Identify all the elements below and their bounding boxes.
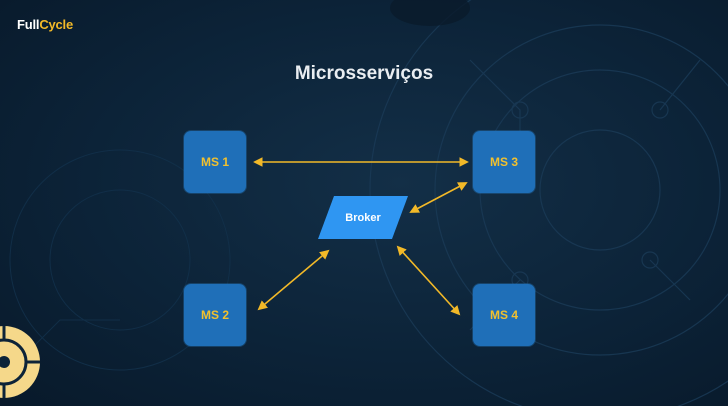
node-ms2: MS 2 bbox=[184, 284, 246, 346]
node-broker: Broker bbox=[318, 196, 408, 239]
slide-title: Microsserviços bbox=[294, 63, 434, 84]
node-ms3: MS 3 bbox=[473, 131, 535, 193]
broker-parallelogram bbox=[318, 196, 408, 239]
node-ms4: MS 4 bbox=[473, 284, 535, 346]
logo-text-cycle: Cycle bbox=[39, 17, 74, 32]
node-ms1: MS 1 bbox=[184, 131, 246, 193]
broker-label: Broker bbox=[345, 211, 381, 224]
logo-text-full: Full bbox=[17, 17, 40, 32]
fullcycle-logo: FullCycle bbox=[17, 17, 73, 32]
